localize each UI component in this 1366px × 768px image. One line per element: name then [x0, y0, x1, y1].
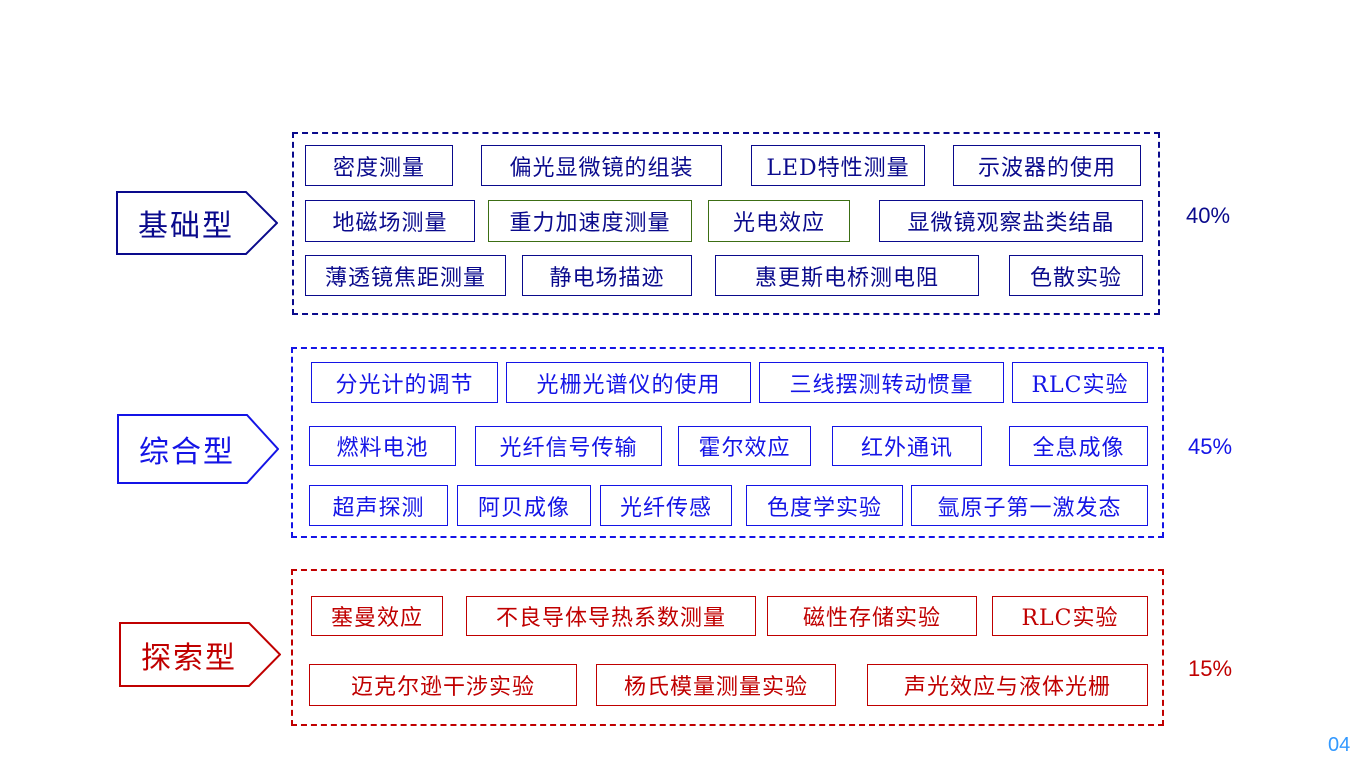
experiment-box: 光纤传感	[600, 485, 732, 526]
category-title: 基础型	[138, 209, 234, 244]
experiment-box: RLC实验	[1012, 362, 1148, 403]
experiment-box: 霍尔效应	[678, 426, 811, 466]
experiment-box: 燃料电池	[309, 426, 456, 466]
experiment-box: 氩原子第一激发态	[911, 485, 1148, 526]
experiment-box: 迈克尔逊干涉实验	[309, 664, 577, 706]
experiment-box: 偏光显微镜的组装	[481, 145, 722, 186]
experiment-box: 色度学实验	[746, 485, 903, 526]
experiment-box: 密度测量	[305, 145, 453, 186]
group-exploratory	[291, 569, 1164, 726]
category-title: 综合型	[139, 435, 235, 470]
experiment-box: 磁性存储实验	[767, 596, 977, 636]
group-comprehensive	[291, 347, 1164, 538]
experiment-box: 静电场描迹	[522, 255, 692, 296]
experiment-box: 阿贝成像	[457, 485, 591, 526]
experiment-box: 光电效应	[708, 200, 850, 242]
category-label-basic: 基础型	[116, 191, 278, 255]
pentagon-arrow-shape	[117, 414, 279, 484]
experiment-box: 显微镜观察盐类结晶	[879, 200, 1143, 242]
page-number: 04	[1328, 734, 1351, 756]
experiment-box: 色散实验	[1009, 255, 1143, 296]
pentagon-arrow-shape	[119, 622, 281, 687]
experiment-box: 杨氏模量测量实验	[596, 664, 836, 706]
experiment-box: 声光效应与液体光栅	[867, 664, 1148, 706]
experiment-box: RLC实验	[992, 596, 1148, 636]
category-label-exploratory: 探索型	[119, 622, 281, 687]
experiment-box: 光栅光谱仪的使用	[506, 362, 751, 403]
experiment-box: 重力加速度测量	[488, 200, 692, 242]
experiment-box: 光纤信号传输	[475, 426, 662, 466]
experiment-box: 红外通讯	[832, 426, 982, 466]
experiment-box: 超声探测	[309, 485, 448, 526]
experiment-box: 三线摆测转动惯量	[759, 362, 1004, 403]
experiment-box: 惠更斯电桥测电阻	[715, 255, 979, 296]
category-label-comprehensive: 综合型	[117, 414, 279, 484]
experiment-box: 地磁场测量	[305, 200, 475, 242]
experiment-box: 分光计的调节	[311, 362, 498, 403]
group-basic	[292, 132, 1160, 315]
category-percent: 45%	[1188, 434, 1233, 459]
experiment-box: 薄透镜焦距测量	[305, 255, 506, 296]
category-title: 探索型	[141, 640, 237, 676]
experiment-box: LED特性测量	[751, 145, 925, 186]
category-percent: 40%	[1186, 203, 1231, 228]
experiment-box: 全息成像	[1009, 426, 1148, 466]
pentagon-arrow-shape	[116, 191, 278, 255]
category-percent: 15%	[1188, 656, 1233, 681]
experiment-box: 塞曼效应	[311, 596, 443, 636]
experiment-box: 不良导体导热系数测量	[466, 596, 756, 636]
experiment-box: 示波器的使用	[953, 145, 1141, 186]
